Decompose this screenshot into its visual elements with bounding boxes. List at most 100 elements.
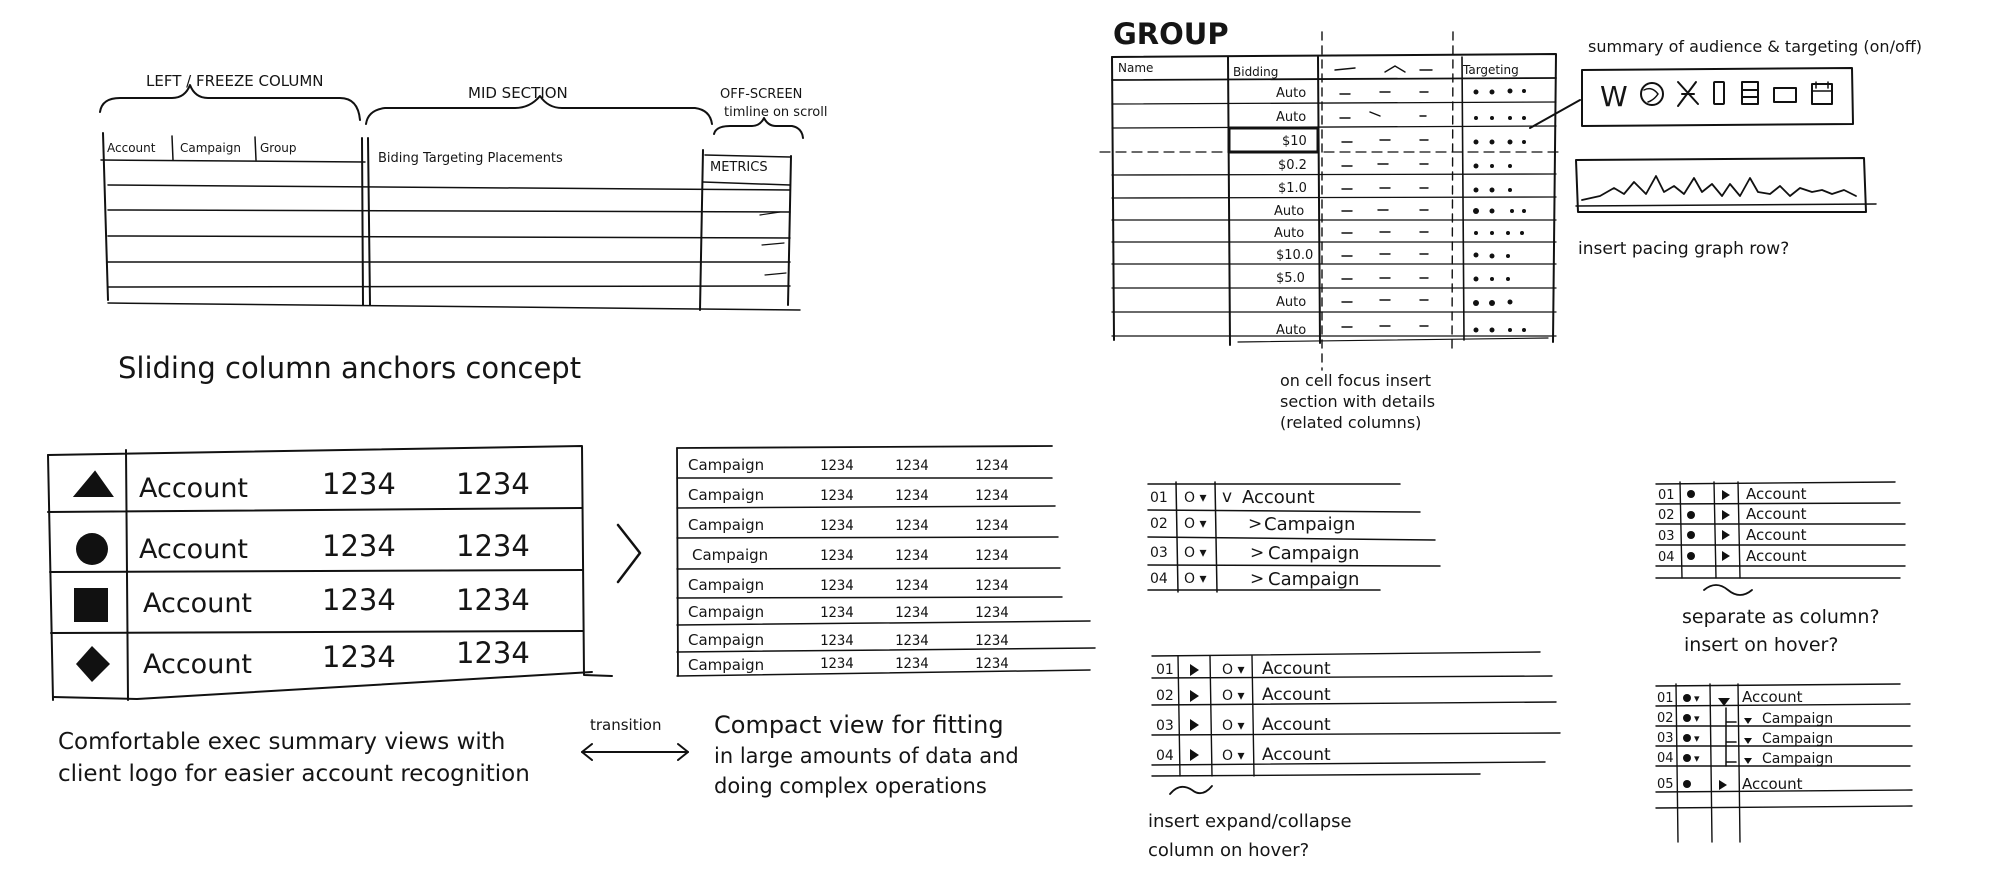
row-label: Campaign xyxy=(1762,711,1833,727)
mid-section-label: MID SECTION xyxy=(468,84,568,102)
cell-note-1: on cell focus insert xyxy=(1280,371,1431,390)
compact-caption-2: in large amounts of data and xyxy=(714,744,1019,768)
row-number: 03 xyxy=(1658,529,1675,544)
row-number: 01 xyxy=(1150,490,1168,506)
row-label: Account xyxy=(1742,775,1803,793)
exec-row-value: 1234 xyxy=(456,467,530,501)
row-label: Account xyxy=(1262,659,1331,679)
row-number: 04 xyxy=(1657,751,1674,766)
expand-note-2: column on hover? xyxy=(1148,840,1309,861)
sketch-expand-collapse: 01 02 03 04 O ▾ O ▾ O ▾ O ▾ Account Acco… xyxy=(1148,652,1560,861)
compact-row-label: Campaign xyxy=(688,656,764,674)
select-dot-icon xyxy=(1687,490,1730,561)
off-screen-label-2: timline on scroll xyxy=(724,105,827,120)
row-number: 04 xyxy=(1156,748,1174,764)
sketch-hierarchy-column: 01 02 03 04 05 ▾ ▾ ▾ ▾ Account Campaign … xyxy=(1656,684,1912,842)
tree-toggle[interactable]: > xyxy=(1250,569,1264,589)
compact-row-value: 1234 xyxy=(975,518,1009,534)
svg-text:O ▾: O ▾ xyxy=(1222,662,1245,678)
cell-note-2: section with details xyxy=(1280,392,1435,411)
col-name-header: Name xyxy=(1118,61,1153,75)
row-label: Account xyxy=(1746,547,1807,565)
row-number: 01 xyxy=(1657,691,1674,706)
exec-row-value: 1234 xyxy=(322,640,396,674)
compact-row-value: 1234 xyxy=(820,458,854,474)
row-number: 04 xyxy=(1150,571,1168,587)
circle-logo-icon xyxy=(76,533,108,565)
tree-row-label: Campaign xyxy=(1264,514,1355,535)
compact-row-value: 1234 xyxy=(820,633,854,649)
compact-row-value: 1234 xyxy=(895,548,929,564)
child-caret-icon xyxy=(1744,718,1752,764)
summary-box xyxy=(1582,68,1853,126)
compact-row-label: Campaign xyxy=(692,546,768,564)
compact-row-value: 1234 xyxy=(895,458,929,474)
separate-note-2: insert on hover? xyxy=(1684,634,1838,656)
compact-row-value: 1234 xyxy=(820,605,854,621)
svg-text:O ▾: O ▾ xyxy=(1222,748,1245,764)
row-label: Account xyxy=(1746,485,1807,503)
compact-row-value: 1234 xyxy=(820,656,854,672)
bid-cell: Auto xyxy=(1274,226,1304,241)
row-number: 03 xyxy=(1150,545,1168,561)
tree-row-label: Campaign xyxy=(1268,569,1359,590)
exec-row-value: 1234 xyxy=(322,529,396,563)
focused-cell xyxy=(1229,128,1318,152)
tree-toggle[interactable]: > xyxy=(1248,514,1262,534)
exec-row-value: 1234 xyxy=(456,583,530,617)
svg-text:O ▾: O ▾ xyxy=(1184,490,1207,506)
svg-text:▾: ▾ xyxy=(1694,732,1700,745)
svg-text:O ▾: O ▾ xyxy=(1184,516,1207,532)
compact-row-label: Campaign xyxy=(688,631,764,649)
row-number: 02 xyxy=(1657,711,1674,726)
separate-note-1: separate as column? xyxy=(1682,606,1880,628)
exec-row-value: 1234 xyxy=(322,583,396,617)
summary-note: summary of audience & targeting (on/off) xyxy=(1588,37,1922,56)
col-campaign-header: Campaign xyxy=(180,141,241,155)
phone-icon xyxy=(1714,82,1724,104)
calendar-icon xyxy=(1812,82,1832,104)
bid-cell: $5.0 xyxy=(1276,271,1305,286)
tree-row-label: Campaign xyxy=(1268,543,1359,564)
row-number: 03 xyxy=(1156,718,1174,734)
off-brace xyxy=(714,118,803,138)
col-targeting-header: Targeting xyxy=(1462,63,1519,77)
tree-row-label: Account xyxy=(1242,487,1315,508)
svg-text:▾: ▾ xyxy=(1694,692,1700,705)
compact-row-value: 1234 xyxy=(895,605,929,621)
compact-row-label: Campaign xyxy=(688,603,764,621)
mid-brace xyxy=(366,96,712,124)
svg-text:O ▾: O ▾ xyxy=(1184,571,1207,587)
compact-row-label: Campaign xyxy=(688,516,764,534)
sliding-caption: Sliding column anchors concept xyxy=(118,351,581,385)
col-bidding-header: Bidding xyxy=(1233,65,1278,79)
bid-cell: $1.0 xyxy=(1278,181,1307,196)
compact-row-value: 1234 xyxy=(975,656,1009,672)
compact-row-label: Campaign xyxy=(688,486,764,504)
expand-note-1: insert expand/collapse xyxy=(1148,811,1352,832)
bid-cell: Auto xyxy=(1276,295,1306,310)
exec-row-label: Account xyxy=(139,473,248,504)
row-number: 02 xyxy=(1156,688,1174,704)
compact-row-value: 1234 xyxy=(820,578,854,594)
compact-row-value: 1234 xyxy=(895,488,929,504)
expand-arrow-icon xyxy=(1190,664,1199,761)
tree-toggle[interactable]: v xyxy=(1222,487,1232,507)
tree-connector xyxy=(1726,708,1736,766)
transition-label: transition xyxy=(590,716,661,734)
chevron-right-icon xyxy=(618,525,640,582)
frozen-table: Account Campaign Group Biding Targeting … xyxy=(101,133,800,310)
tree-toggle[interactable]: > xyxy=(1250,543,1264,563)
compact-row-value: 1234 xyxy=(820,518,854,534)
compact-caption-1: Compact view for fitting xyxy=(714,711,1004,739)
row-number: 05 xyxy=(1657,777,1674,792)
row-label: Account xyxy=(1262,685,1331,705)
checkbox-icon: O ▾ O ▾ O ▾ O ▾ xyxy=(1184,490,1207,587)
compact-row-value: 1234 xyxy=(975,458,1009,474)
row-number: 02 xyxy=(1658,508,1675,523)
compact-row-value: 1234 xyxy=(820,488,854,504)
sketch-separate-column: 01 02 03 04 Account Account Account Acco… xyxy=(1656,482,1905,656)
compact-row-value: 1234 xyxy=(895,656,929,672)
sketch-exec-summary: Account 1234 1234 Account 1234 1234 Acco… xyxy=(48,446,612,787)
exec-row-value: 1234 xyxy=(322,467,396,501)
